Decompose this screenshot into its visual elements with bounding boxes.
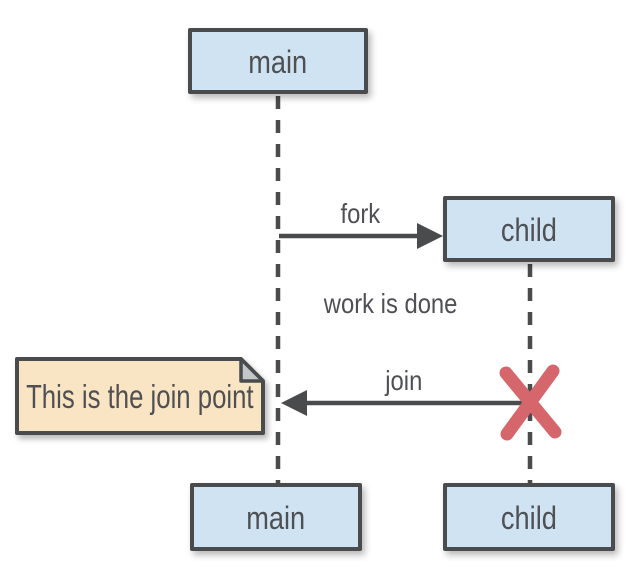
join-arrow [281,390,526,416]
actor-label-child-bottom: child [501,500,557,536]
note-text: This is the join point [26,378,254,415]
note-body [15,357,265,435]
actor-box-child-bottom: child [443,483,615,551]
fork-arrow [279,223,443,249]
actor-label-main-top: main [248,44,308,80]
note-fold-icon [239,357,265,383]
join-arrowhead-icon [281,390,307,416]
join-message-label: join [385,365,423,396]
actor-label-child-top: child [501,212,557,248]
work-done-label: work is done [324,288,458,319]
actor-label-main-bottom: main [246,500,306,536]
actor-box-main-top: main [188,28,368,94]
x-mark-icon [499,364,562,441]
fork-arrowhead-icon [417,223,443,249]
note-shape [15,357,265,435]
actor-box-child-top: child [443,196,615,262]
fork-message-label: fork [340,198,380,229]
actor-box-main-bottom: main [190,483,362,551]
